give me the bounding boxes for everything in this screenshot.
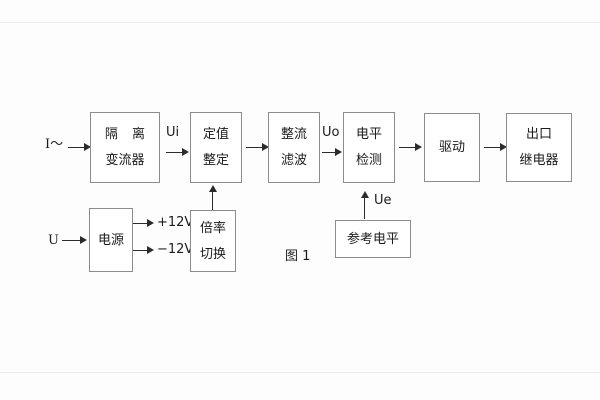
rail-positive-12v-label: +12V (157, 215, 194, 230)
rectify-filter-line-1: 整流 (280, 127, 307, 142)
drive-to-relay-arrowhead (500, 143, 507, 151)
block-rectify-filter: 整流 滤波 (268, 112, 320, 183)
output-relay-line-1: 出口 (525, 127, 552, 142)
setting-to-rectify-wire (246, 147, 264, 148)
rectify-filter-line-2: 滤波 (280, 153, 307, 168)
figure-frame (0, 22, 600, 373)
signal-ui-label: Ui (166, 125, 180, 140)
uo-wire (322, 152, 337, 153)
multiplier-to-setting-arrowhead (209, 185, 217, 192)
reference-level-line-1: 参考电平 (346, 231, 399, 247)
ui-arrowhead (182, 148, 189, 156)
drive-to-relay-wire (484, 147, 502, 148)
block-setting-adjust: 定值 整定 (190, 112, 242, 183)
voltage-input-label: U (48, 233, 59, 248)
multiplier-switch-line-2: 切换 (199, 246, 226, 262)
drive-line-1: 驱动 (438, 140, 465, 155)
ui-wire (166, 152, 184, 153)
setting-adjust-line-2: 整定 (202, 153, 229, 168)
block-output-relay: 出口 继电器 (506, 113, 572, 182)
level-to-drive-arrowhead (415, 143, 422, 151)
power-supply-line-1: 电源 (97, 232, 124, 248)
voltage-input-arrowhead (80, 236, 87, 244)
level-to-drive-wire (399, 147, 417, 148)
ue-wire (364, 196, 365, 219)
signal-ue-label: Ue (374, 193, 392, 208)
current-input-label: I～ (45, 137, 64, 152)
block-multiplier-switch: 倍率 切换 (190, 210, 236, 272)
block-reference-level: 参考电平 (335, 220, 411, 258)
rail-positive-12v-wire (133, 223, 149, 224)
block-power-supply: 电源 (89, 208, 133, 272)
uo-arrowhead (335, 148, 342, 156)
output-relay-line-2: 继电器 (519, 153, 559, 168)
current-input-wire (68, 147, 86, 148)
rail-negative-12v-arrowhead (147, 246, 154, 254)
isolation-transformer-line-1: 隔 离 (104, 127, 151, 142)
multiplier-switch-line-1: 倍率 (199, 220, 226, 236)
multiplier-to-setting-wire (212, 190, 213, 210)
block-isolation-transformer: 隔 离 变流器 (90, 112, 160, 183)
rail-negative-12v-wire (133, 250, 149, 251)
current-input-arrowhead (84, 143, 91, 151)
setting-to-rectify-arrowhead (262, 143, 269, 151)
signal-uo-label: Uo (322, 125, 340, 140)
isolation-transformer-line-2: 变流器 (105, 153, 145, 168)
figure-caption: 图 1 (285, 249, 311, 264)
setting-adjust-line-1: 定值 (202, 127, 229, 142)
block-level-detect: 电平 检测 (343, 112, 395, 183)
voltage-input-wire (62, 240, 82, 241)
block-drive: 驱动 (424, 113, 480, 182)
level-detect-line-2: 检测 (355, 153, 382, 168)
ue-arrowhead (361, 191, 369, 198)
rail-positive-12v-arrowhead (147, 219, 154, 227)
rail-negative-12v-label: −12V (157, 242, 194, 257)
level-detect-line-1: 电平 (355, 127, 382, 142)
